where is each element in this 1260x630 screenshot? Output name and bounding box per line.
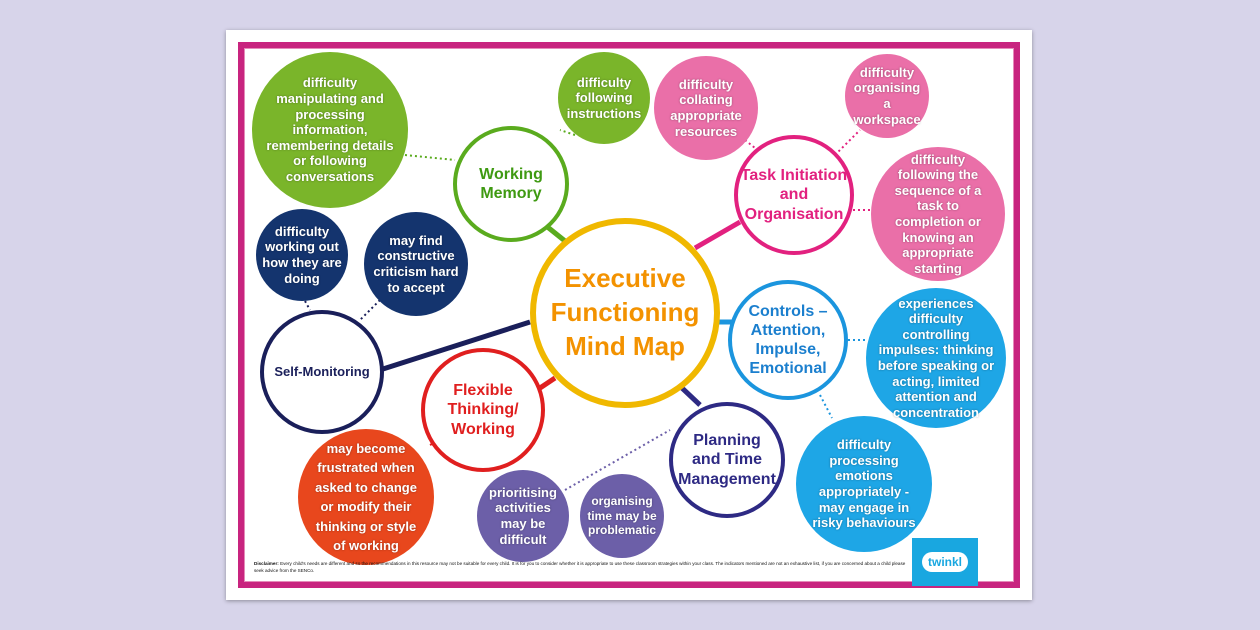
connector-planning xyxy=(680,386,702,407)
connector-self xyxy=(379,319,531,373)
sub-node: difficulty manipulating and processing i… xyxy=(252,52,408,208)
node-self-monitoring: Self-Monitoring xyxy=(260,310,384,434)
dotted-link xyxy=(564,429,671,491)
sub-node: difficulty following the sequence of a t… xyxy=(871,147,1005,281)
sub-node: difficulty working out how they are doin… xyxy=(256,209,348,301)
dotted-link xyxy=(819,394,833,419)
sub-node: organising time may be problematic xyxy=(580,474,664,558)
node-flexible: Flexible Thinking/ Working xyxy=(421,348,545,472)
sub-text: difficulty manipulating and processing i… xyxy=(266,75,394,184)
sub-node: experiences difficulty controlling impul… xyxy=(866,288,1006,428)
node-label: Flexible Thinking/ Working xyxy=(447,382,519,438)
center-node: Executive Functioning Mind Map xyxy=(530,218,720,408)
sub-node: prioritising activities may be difficult xyxy=(477,470,569,562)
connector-flexible xyxy=(538,375,557,391)
node-planning: Planning and Time Management xyxy=(669,402,785,518)
node-label: Self-Monitoring xyxy=(274,364,370,380)
sub-text: experiences difficulty controlling impul… xyxy=(877,295,995,420)
sub-text: difficulty following the sequence of a t… xyxy=(894,151,982,276)
disclaimer: Disclaimer: Every child's needs are diff… xyxy=(254,561,914,575)
dotted-link xyxy=(834,129,861,156)
sub-node: difficulty collating appropriate resourc… xyxy=(654,56,758,160)
sub-text: prioritising activities may be difficult xyxy=(489,484,557,547)
disclaimer-label: Disclaimer: xyxy=(254,561,279,566)
disclaimer-text: Every child's needs are different and so… xyxy=(254,561,906,573)
dotted-link xyxy=(304,300,311,311)
sub-node: may find constructive criticism hard to … xyxy=(364,212,468,316)
sub-text: difficulty following instructions xyxy=(566,74,642,121)
node-label: Working Memory xyxy=(479,165,543,202)
sub-text: may find constructive criticism hard to … xyxy=(373,232,459,295)
sub-node: difficulty following instructions xyxy=(558,52,650,144)
connector-task xyxy=(693,219,742,251)
page-frame xyxy=(238,42,1020,588)
node-label: Task Initiation and Organisation xyxy=(740,167,848,223)
dotted-link xyxy=(404,154,456,161)
node-controls: Controls – Attention, Impulse, Emotional xyxy=(728,280,848,400)
twinkl-logo: twinkl xyxy=(912,538,978,586)
sub-text: difficulty processing emotions appropria… xyxy=(812,437,916,531)
dotted-link xyxy=(359,299,381,321)
sub-text: difficulty working out how they are doin… xyxy=(262,223,342,286)
sub-text: difficulty collating appropriate resourc… xyxy=(670,76,742,139)
sub-node: difficulty processing emotions appropria… xyxy=(796,416,932,552)
sub-text: organising time may be problematic xyxy=(587,494,657,538)
center-title: Executive Functioning Mind Map xyxy=(550,263,700,361)
logo-text: twinkl xyxy=(921,552,968,572)
sub-node: may become frustrated when asked to chan… xyxy=(298,429,434,565)
sub-text: may become frustrated when asked to chan… xyxy=(315,440,417,554)
node-label: Controls – Attention, Impulse, Emotional xyxy=(748,302,828,378)
node-label: Planning and Time Management xyxy=(678,432,776,488)
node-task-initiation: Task Initiation and Organisation xyxy=(734,135,854,255)
node-working-memory: Working Memory xyxy=(453,126,569,242)
sub-text: difficulty organising a workspace xyxy=(853,64,921,127)
sub-node: difficulty organising a workspace xyxy=(845,54,929,138)
